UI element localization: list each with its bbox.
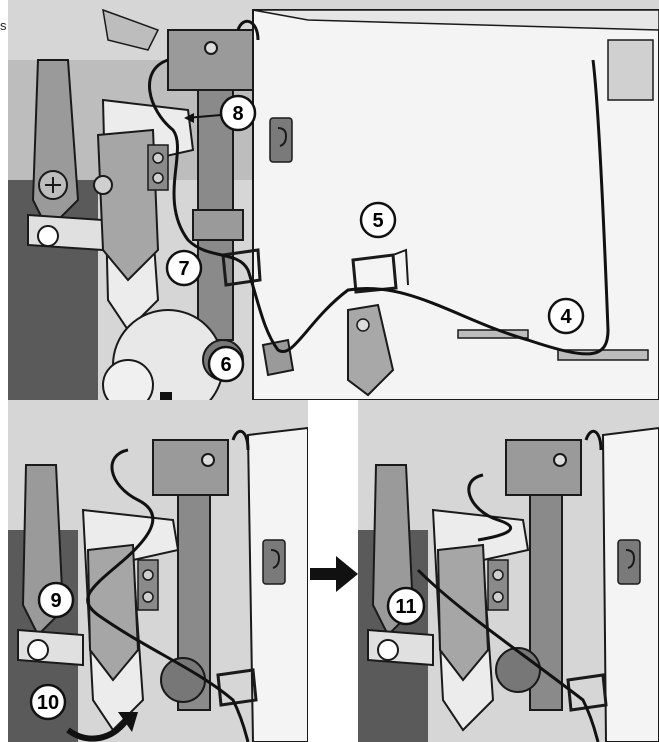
callout-8: 8 [219,94,257,132]
arrow-right-icon [310,556,358,592]
callout-11: 11 [386,586,426,626]
bottom-right-illustration: 11 [358,400,659,742]
callout-6: 6 [207,345,245,383]
svg-text:11: 11 [395,596,416,618]
callout-9: 9 [37,581,75,619]
white-cover-panel [252,9,659,400]
bottom-left-illustration-panel: 9 10 [8,400,308,742]
corner-label: s [0,18,7,33]
svg-text:8: 8 [232,103,243,125]
wire-harness [86,448,250,742]
callout-5: 5 [359,201,397,239]
wire-clamp-5 [351,253,398,294]
white-cover-panel [601,426,659,742]
svg-text:7: 7 [178,258,189,280]
svg-text:4: 4 [560,306,572,328]
top-illustration: 8 5 7 6 4 [8,0,659,400]
wire-clamp-6 [261,338,295,377]
callout-4: 4 [547,297,585,335]
callout-7: 7 [165,249,203,287]
svg-text:9: 9 [50,590,61,612]
svg-text:5: 5 [372,210,383,232]
wire-harness [148,58,610,356]
bottom-right-illustration-panel: 11 [358,400,659,742]
wire-clamp-7 [221,248,262,287]
top-bracket [167,29,254,91]
top-illustration-panel: 8 5 7 6 4 [8,0,659,400]
bottom-left-illustration: 9 10 [8,400,308,742]
hook-slot [269,117,293,163]
wire-harness [416,473,600,742]
callout-10: 10 [29,683,67,721]
white-cover-panel [246,426,308,742]
svg-text:6: 6 [220,354,231,376]
curved-arrow-icon [66,716,131,742]
svg-text:10: 10 [37,692,59,714]
